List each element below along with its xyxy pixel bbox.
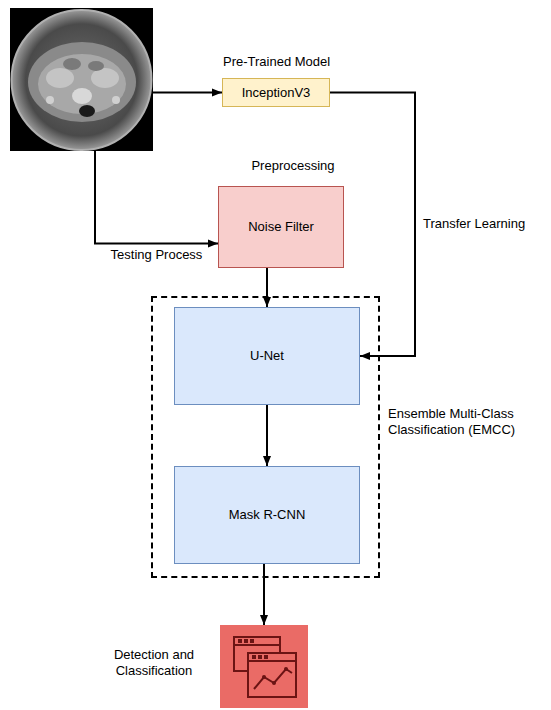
edge-label: Testing Process bbox=[109, 247, 205, 263]
process-box: Pre-Trained ModelInceptionV3 bbox=[222, 78, 330, 107]
edge-label: Transfer Learning bbox=[421, 216, 527, 232]
arrow-connector bbox=[266, 405, 268, 466]
dashboard-icon bbox=[220, 625, 308, 708]
box-heading: Preprocessing bbox=[231, 158, 355, 174]
group-box: Ensemble Multi-Class Classification (EMC… bbox=[151, 296, 380, 578]
process-box: U-Net bbox=[174, 307, 360, 405]
arrow-connector bbox=[263, 564, 265, 625]
image-node bbox=[10, 8, 153, 151]
arrow-connector bbox=[266, 268, 268, 307]
arrow-connector bbox=[95, 151, 218, 243]
arrow-connector bbox=[153, 92, 222, 94]
group-label: Ensemble Multi-Class Classification (EMC… bbox=[388, 406, 546, 438]
process-box: PreprocessingNoise Filter bbox=[218, 186, 344, 268]
output-icon-node: Detection and Classification bbox=[220, 625, 308, 708]
box-heading: Pre-Trained Model bbox=[223, 54, 329, 70]
ct-scan-image bbox=[10, 8, 153, 151]
box-label: Mask R-CNN bbox=[229, 507, 306, 523]
process-box: Mask R-CNN bbox=[174, 466, 360, 564]
box-label: U-Net bbox=[250, 348, 284, 364]
icon-label: Detection and Classification bbox=[100, 647, 208, 679]
box-label: Noise Filter bbox=[248, 219, 314, 235]
box-label: InceptionV3 bbox=[242, 85, 311, 101]
